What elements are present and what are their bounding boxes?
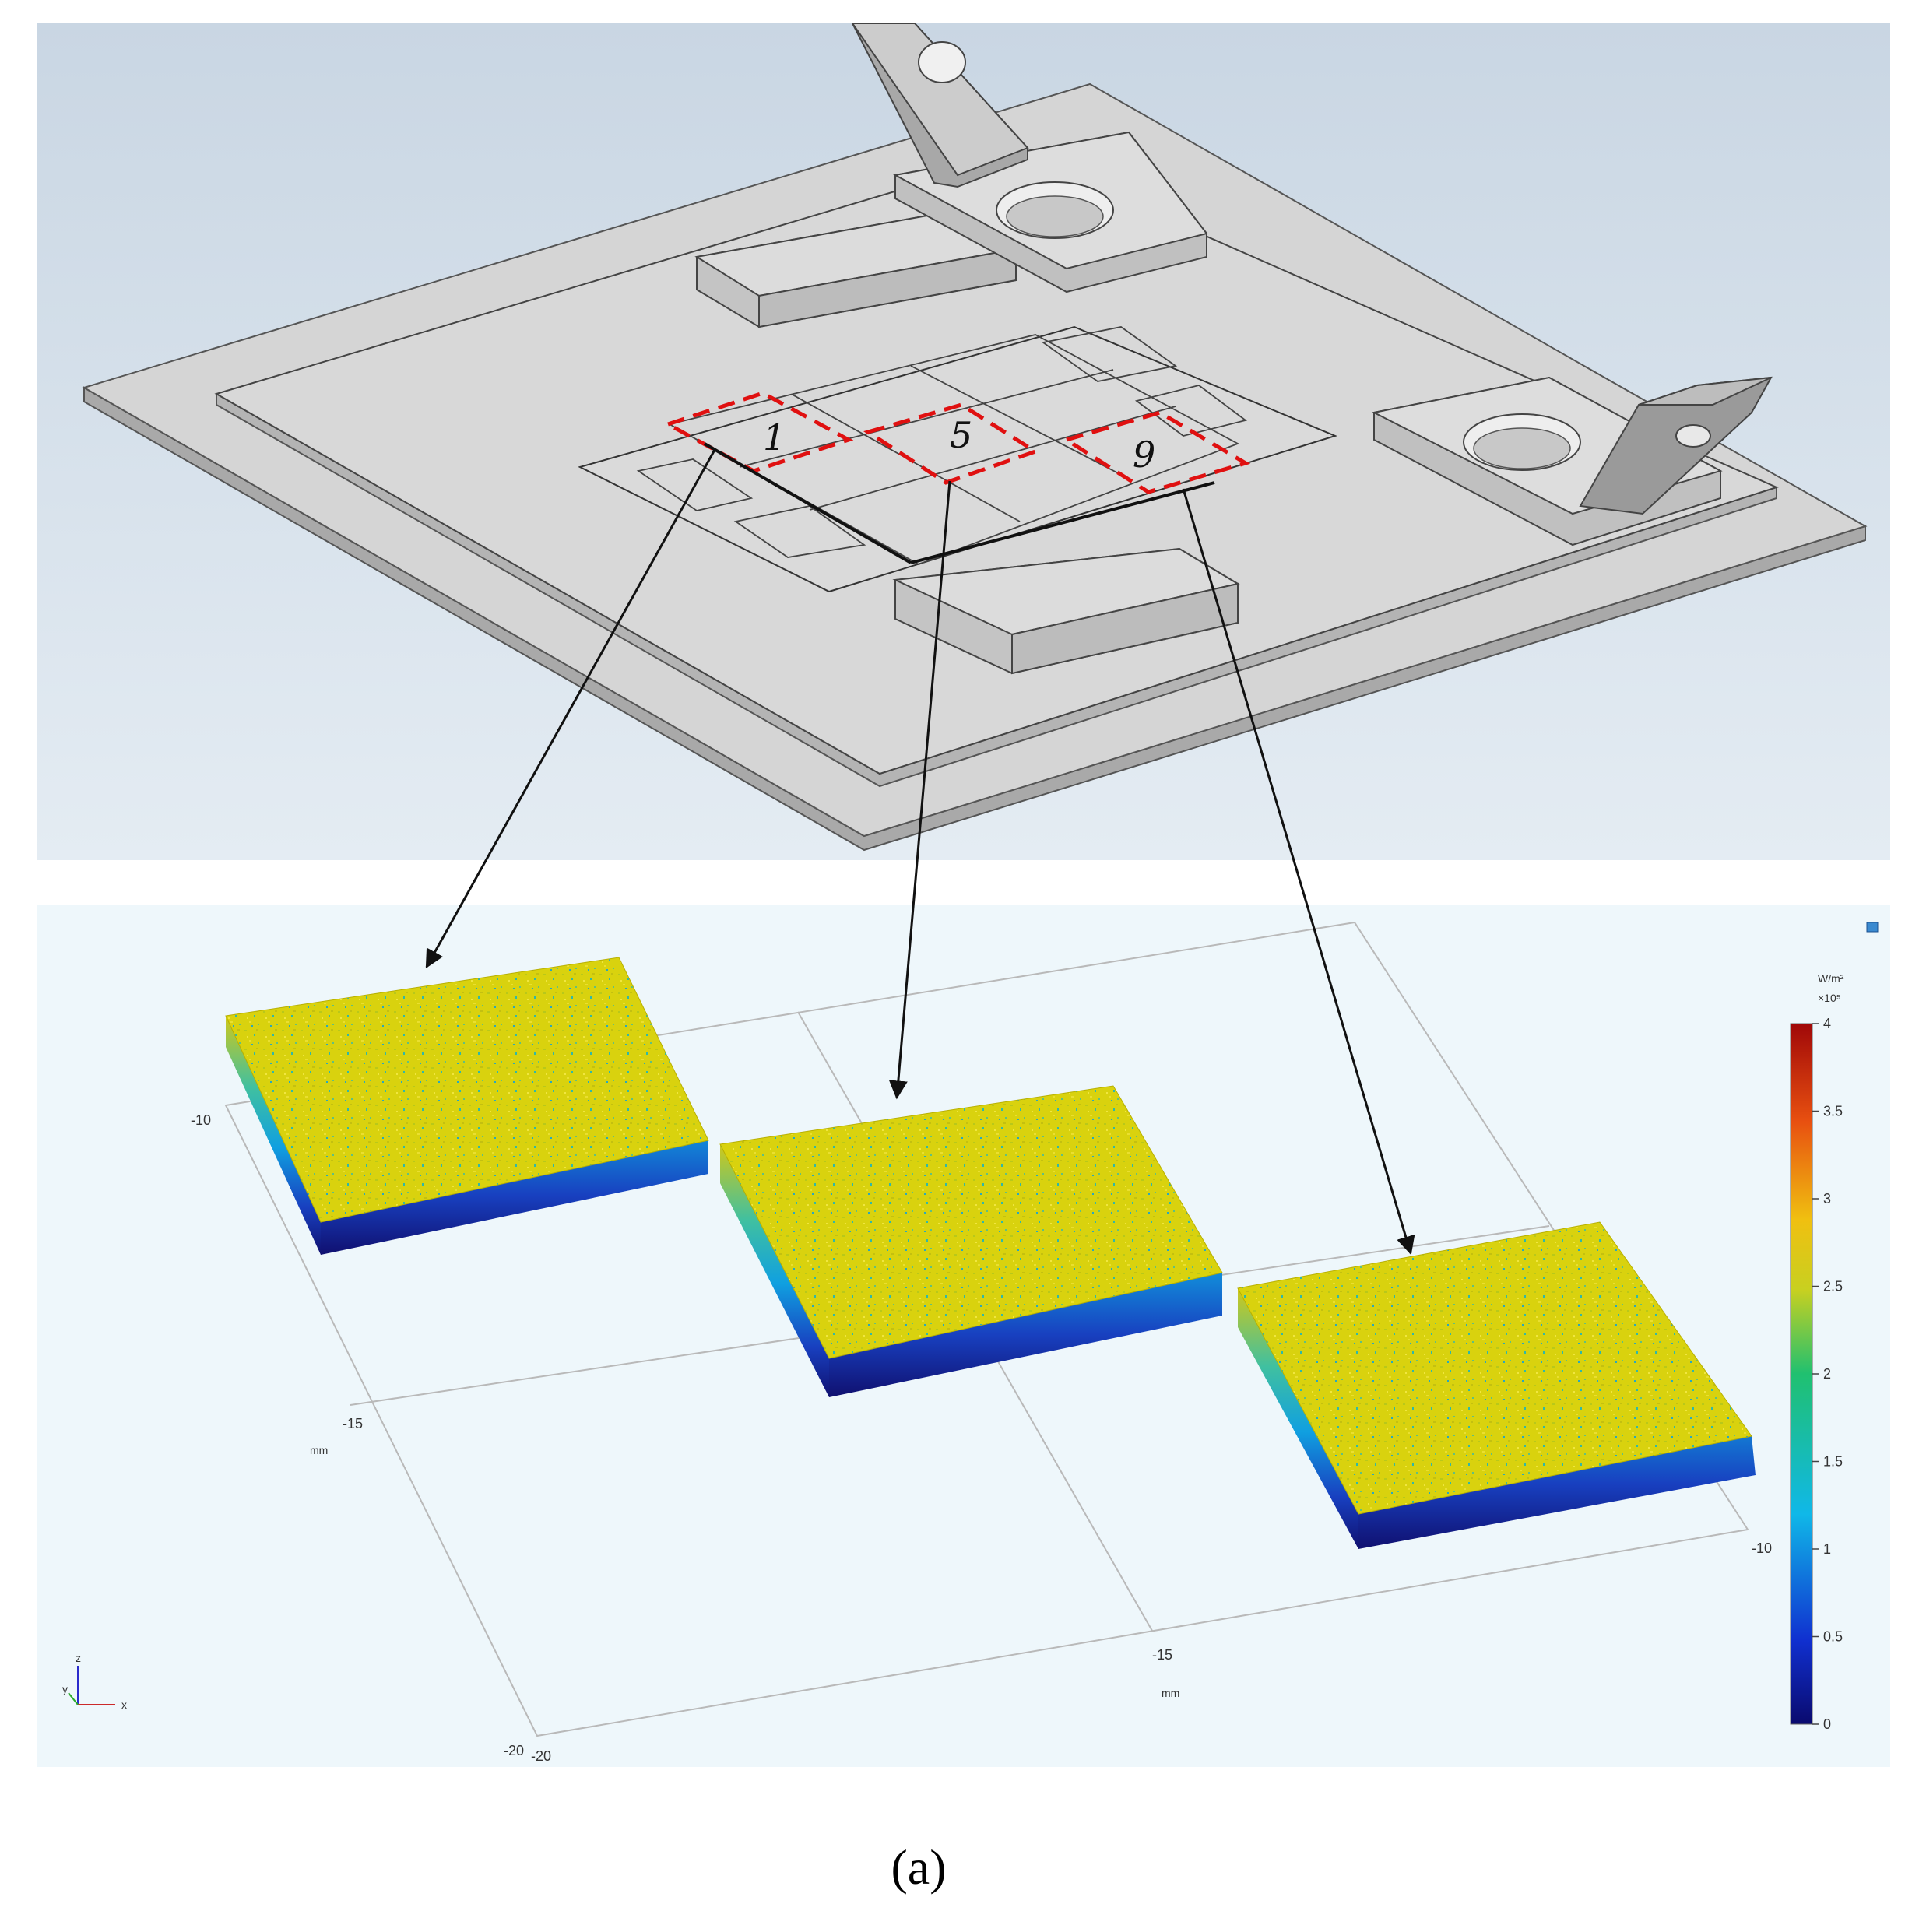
triad-x-label: x <box>121 1698 127 1711</box>
triad-z-label: z <box>76 1652 81 1664</box>
x-tick-20: -20 <box>531 1748 551 1764</box>
colorbar-tick-label: 2.5 <box>1823 1279 1843 1294</box>
axis-triad: z y x <box>62 1652 127 1711</box>
mounting-lug-right <box>1371 376 1773 546</box>
y-tick-10: -10 <box>191 1112 211 1128</box>
mounting-lug-top <box>851 23 1208 293</box>
y-tick-20: -20 <box>504 1743 524 1758</box>
cell-5-outline <box>863 402 1040 485</box>
y-axis-unit: mm <box>310 1444 328 1456</box>
arrow-cell-1 <box>425 449 716 969</box>
surface-1 <box>225 957 709 1255</box>
colorbar-tick-label: 1 <box>1823 1541 1831 1557</box>
surface-5 <box>719 1085 1223 1397</box>
arrow-cell-5 <box>888 480 951 1100</box>
colorbar-ticks: 4 3.5 3 2.5 2 1.5 1 0.5 0 <box>1812 1016 1843 1732</box>
triad-y-label: y <box>62 1683 68 1695</box>
geometry-view: 1 5 9 <box>37 23 1890 860</box>
arrow-cell-9 <box>1182 488 1415 1256</box>
colorbar: W/m² ×10⁵ 4 3.5 3 2.5 2 1.5 1 0.5 0 <box>1790 922 1879 1732</box>
chip-edge-line <box>703 442 912 564</box>
colorbar-tick-label: 3 <box>1823 1191 1831 1207</box>
terminal-block-back <box>694 209 1018 328</box>
colorbar-tick-label: 2 <box>1823 1366 1831 1382</box>
x-tick-10: -10 <box>1752 1540 1772 1556</box>
colorbar-tick-label: 0 <box>1823 1716 1831 1732</box>
connector-arrows <box>425 449 1415 1256</box>
colorbar-unit: W/m² <box>1818 972 1844 985</box>
colorbar-tick-label: 0.5 <box>1823 1629 1843 1645</box>
cell-label-5: 5 <box>950 414 972 456</box>
copper-area <box>578 325 1337 593</box>
terminal-block-front <box>892 547 1240 675</box>
colorbar-tick-label: 3.5 <box>1823 1104 1843 1119</box>
y-tick-15: -15 <box>343 1416 363 1431</box>
colorbar-icon <box>1866 922 1879 933</box>
figure-caption: (a) <box>891 1839 946 1895</box>
cell-9-outline <box>1062 410 1251 494</box>
surface-9 <box>1237 1221 1756 1549</box>
colorbar-tick-label: 1.5 <box>1823 1454 1843 1470</box>
heat-flux-plot: -10 -15 mm -20 -20 -15 mm -10 z y x W/m²… <box>37 449 1890 1767</box>
cell-label-9: 9 <box>1133 434 1155 476</box>
x-tick-15: -15 <box>1152 1647 1172 1663</box>
colorbar-tick-label: 4 <box>1823 1016 1831 1031</box>
x-axis-unit: mm <box>1162 1687 1179 1699</box>
chip-edge-line-2 <box>910 481 1215 564</box>
colorbar-scale: ×10⁵ <box>1818 992 1841 1004</box>
colorbar-gradient <box>1790 1023 1813 1725</box>
cell-label-1: 1 <box>763 416 786 458</box>
